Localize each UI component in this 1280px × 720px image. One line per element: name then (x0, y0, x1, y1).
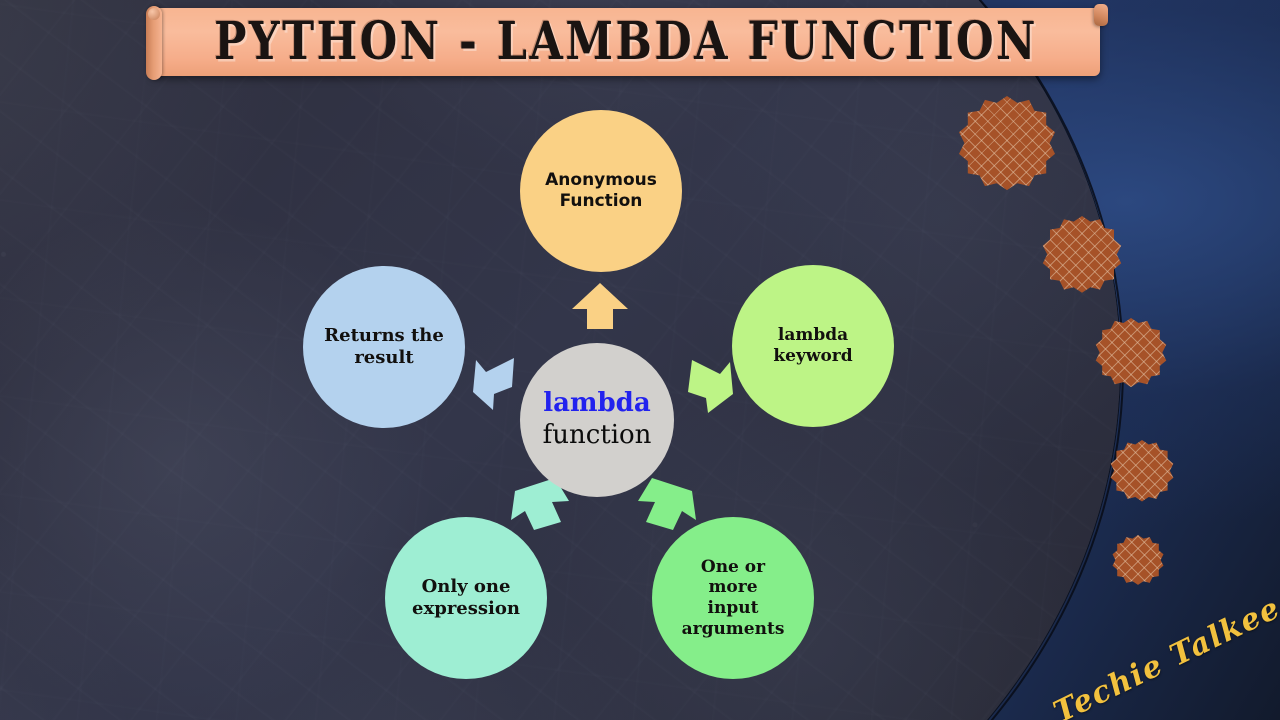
node-one-or-more-input-arguments[interactable]: One or more input arguments (652, 517, 814, 679)
page-title: PYTHON - LAMBDA FUNCTION (214, 11, 1038, 73)
banner-right-curl (1094, 4, 1108, 26)
starburst-decoration-3 (1095, 318, 1167, 388)
arrow-down-left-to-only-one-expression (511, 478, 569, 530)
node-anonymous-function-label: Anonymous Function (545, 170, 657, 211)
starburst-decoration-4 (1110, 440, 1174, 502)
node-returns-the-result-label: Returns the result (324, 325, 444, 368)
node-only-one-expression-label: Only one expression (412, 576, 520, 619)
node-lambda-keyword[interactable]: lambda keyword (732, 265, 894, 427)
node-returns-the-result[interactable]: Returns the result (303, 266, 465, 428)
arrow-right-to-lambda-keyword (688, 360, 733, 413)
starburst-decoration-1 (958, 96, 1056, 191)
node-anonymous-function[interactable]: Anonymous Function (520, 110, 682, 272)
node-lambda-function-center[interactable]: lambda function (520, 343, 674, 497)
banner-left-pin-icon (148, 8, 160, 20)
arrow-down-right-to-input-arguments (638, 478, 696, 530)
center-node-function-label: function (542, 420, 652, 451)
arrow-up-to-anonymous-function (572, 283, 628, 329)
arrow-left-to-returns-the-result (473, 358, 514, 410)
title-banner (152, 8, 1100, 76)
starburst-decoration-5 (1112, 535, 1164, 585)
banner-left-curl (146, 6, 162, 80)
node-one-or-more-input-arguments-label: One or more input arguments (681, 556, 785, 639)
node-only-one-expression[interactable]: Only one expression (385, 517, 547, 679)
node-lambda-keyword-label: lambda keyword (773, 325, 853, 366)
starburst-decoration-2 (1042, 216, 1122, 293)
center-node-keyword-label: lambda (543, 387, 651, 418)
